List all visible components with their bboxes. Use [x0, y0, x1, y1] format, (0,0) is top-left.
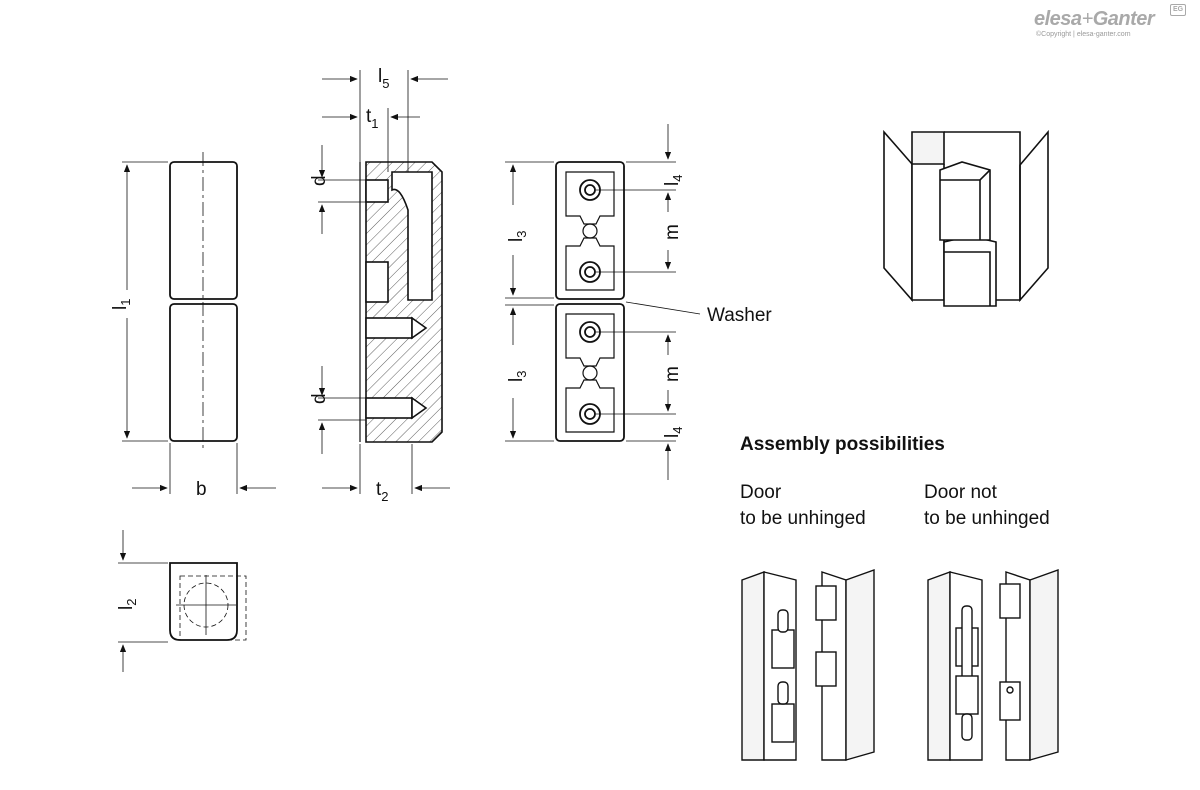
- isometric-hinge: [883, 129, 1049, 307]
- top-view: [118, 530, 247, 672]
- dim-b-label: b: [196, 479, 207, 500]
- assembly-option-2-illustration: [927, 569, 1059, 761]
- copyright-text: ©Copyright | elesa-ganter.com: [1036, 31, 1131, 38]
- dim-l4-label-bottom: l4: [662, 427, 685, 438]
- dim-l1-label: l1: [110, 299, 133, 310]
- brand-logo: elesa+Ganter ©Copyright | elesa-ganter.c…: [1034, 4, 1186, 38]
- assembly-option-2-caption: Door not to be unhinged: [924, 482, 1050, 529]
- dim-d-label-bottom: d: [309, 393, 330, 404]
- assembly-heading: Assembly possibilities: [740, 434, 945, 455]
- dim-l5-label: l5: [378, 66, 389, 91]
- dim-l3-label-top: l3: [506, 231, 529, 242]
- assembly-option-1-caption: Door to be unhinged: [740, 482, 866, 529]
- assembly-option-1-illustration: [741, 569, 875, 761]
- dim-l4-label-top: l4: [662, 175, 685, 186]
- dim-t2-label: t2: [376, 479, 389, 504]
- dim-l2-label: l2: [116, 599, 139, 610]
- dim-t1-label: t1: [366, 106, 379, 131]
- section-view: [318, 70, 450, 494]
- dim-d-label-top: d: [309, 175, 330, 186]
- washer-label: Washer: [707, 305, 772, 326]
- side-view: [505, 124, 701, 480]
- dim-m-label-bottom: m: [662, 366, 683, 382]
- front-view: [122, 152, 276, 494]
- dim-l3-label-bottom: l3: [506, 371, 529, 382]
- eg-badge-icon: EG: [1170, 4, 1186, 16]
- dim-m-label-top: m: [662, 224, 683, 240]
